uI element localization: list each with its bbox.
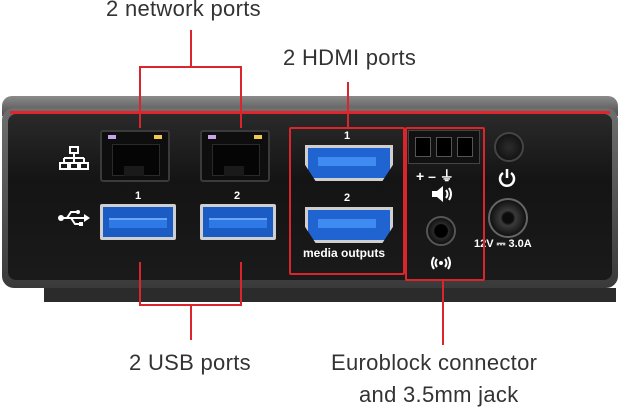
euroblock-connector[interactable] — [408, 130, 480, 164]
usb-tongue — [209, 218, 267, 228]
speaker-icon — [432, 186, 452, 202]
usb-callout-stem — [190, 304, 192, 340]
euroblock-label-line2: and 3.5mm jack — [359, 382, 519, 407]
hdmi-contacts — [318, 157, 376, 166]
hdmi-port-1-number: 1 — [344, 130, 351, 142]
usb-ports-label: 2 USB ports — [129, 350, 251, 375]
usb-icon — [58, 210, 90, 226]
euroblock-callout-stem — [442, 279, 444, 345]
usb-callout-left-leg — [139, 262, 141, 306]
network-callout-stem — [190, 30, 192, 66]
ethernet-port-2-number: 2 — [234, 190, 241, 202]
usb-callout-right-leg — [240, 262, 242, 306]
activity-led — [254, 135, 262, 139]
hdmi-port-1[interactable] — [305, 145, 393, 181]
network-icon — [59, 146, 89, 170]
euroblock-callout-box — [405, 127, 485, 281]
latch-slot — [124, 166, 144, 176]
power-rating-label: 12V ⎓ 3.0A — [474, 238, 532, 250]
power-button[interactable] — [494, 132, 524, 162]
hdmi-port-2[interactable] — [305, 207, 393, 243]
network-ports-label: 2 network ports — [106, 0, 261, 21]
hdmi-port-2-number: 2 — [344, 192, 351, 204]
latch-slot — [224, 166, 244, 176]
device-base — [44, 288, 616, 302]
activity-led — [154, 135, 162, 139]
network-callout-left-leg — [139, 66, 141, 128]
link-led — [208, 135, 216, 139]
hdmi-callout-stem — [347, 82, 349, 128]
media-outputs-label: media outputs — [303, 246, 386, 260]
euroblock-terminal — [415, 137, 431, 157]
hdmi-callout-box — [289, 127, 405, 275]
ethernet-port-1-number: 1 — [135, 190, 142, 202]
usb-tongue — [109, 218, 167, 228]
ethernet-port-1[interactable] — [100, 130, 170, 182]
ethernet-port-2[interactable] — [200, 130, 270, 182]
usb-port-2[interactable] — [200, 204, 276, 240]
euroblock-polarity-label: + – ⏚ — [416, 168, 454, 184]
usb-port-1[interactable] — [100, 204, 176, 240]
euroblock-terminal — [457, 137, 473, 157]
red-accent-stripe — [10, 111, 610, 114]
hdmi-contacts — [318, 219, 376, 228]
euroblock-label-line1: Euroblock connector — [331, 350, 538, 375]
power-icon — [498, 169, 516, 187]
network-callout-right-leg — [240, 66, 242, 128]
network-callout-bar — [139, 66, 242, 68]
audio-jack-3-5mm[interactable] — [426, 216, 456, 246]
hdmi-ports-label: 2 HDMI ports — [283, 45, 417, 70]
euroblock-terminal — [436, 137, 452, 157]
link-led — [108, 135, 116, 139]
audio-signal-icon — [431, 256, 451, 270]
dc-power-jack[interactable] — [488, 198, 528, 238]
